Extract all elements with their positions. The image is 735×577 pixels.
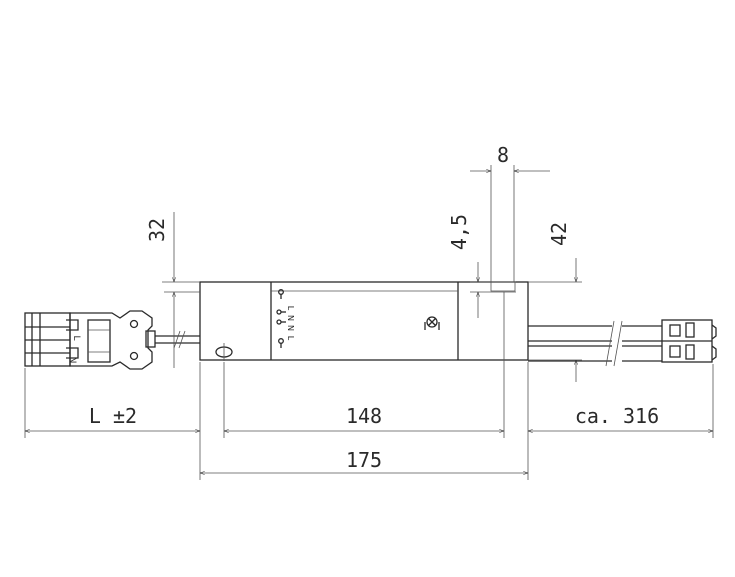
terminal-label-l1: L xyxy=(286,306,295,311)
dim-cable-length-text: ca. 316 xyxy=(575,404,659,428)
input-cable xyxy=(155,330,200,349)
output-cable xyxy=(528,320,662,367)
dim-hole-offset: 4,5 xyxy=(447,214,516,318)
dim-height-left-text: 32 xyxy=(145,218,169,242)
dim-inner-length-text: 148 xyxy=(346,404,382,428)
terminal-label-l2: L xyxy=(286,336,295,341)
dim-height-right-text: 42 xyxy=(547,222,571,246)
terminal-label-n2: N xyxy=(286,325,295,331)
dim-height-right: 42 xyxy=(528,222,582,382)
dim-plug-length-text: L ±2 xyxy=(89,404,137,428)
plug-label-n: N xyxy=(67,357,77,364)
output-connector xyxy=(661,319,717,363)
dim-hole-width: 8 xyxy=(470,143,550,282)
lamp-icon xyxy=(424,316,440,330)
terminal-label-n1: N xyxy=(286,315,295,321)
dim-plug-length: L ±2 xyxy=(24,404,201,433)
dim-inner-length: 148 xyxy=(223,404,505,433)
plug-connector: L N xyxy=(24,310,156,370)
dim-cable-length: ca. 316 xyxy=(527,404,714,433)
dim-overall-length: 175 xyxy=(199,448,529,475)
driver-box: L N N L xyxy=(199,281,529,361)
dim-hole-offset-text: 4,5 xyxy=(447,214,471,250)
dim-height-left: 32 xyxy=(145,212,200,368)
dim-overall-length-text: 175 xyxy=(346,448,382,472)
dim-hole-width-text: 8 xyxy=(497,143,509,167)
plug-label-l: L xyxy=(71,335,81,340)
